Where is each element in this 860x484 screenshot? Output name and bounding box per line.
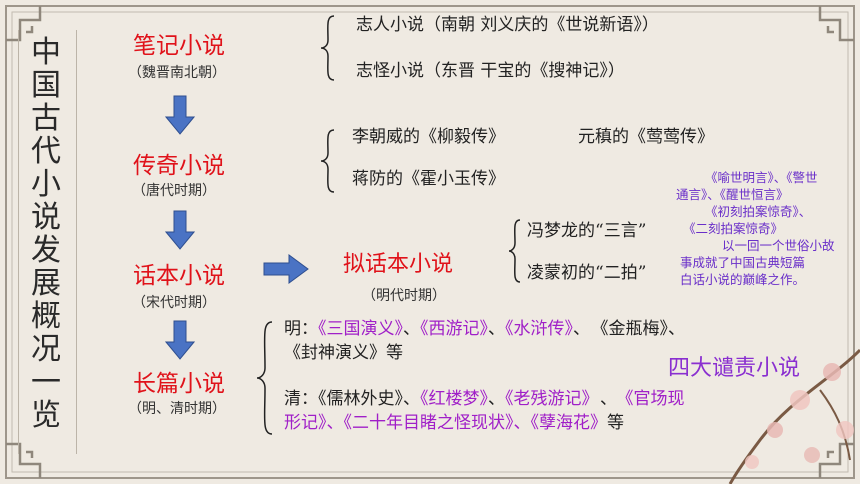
nihua-sanyan: 冯梦龙的“三言”: [527, 221, 647, 241]
nihua-note-1: 《喻世明言》、《警世: [705, 170, 818, 185]
qing-sep: 、: [403, 389, 420, 409]
ming-sep: 、: [573, 319, 590, 339]
qing-rulin: 《儒林外史》: [318, 389, 403, 409]
stage-biji: 笔记小说: [133, 33, 225, 59]
arrow-right-icon: [263, 254, 309, 284]
qing-niehai: 《孽海花》: [530, 413, 608, 433]
ming-jinping: 《金瓶梅》: [600, 319, 668, 339]
brace-biji: [320, 15, 335, 81]
ming-sep: 、: [488, 319, 505, 339]
ming-fengshen: 《封神演义》: [284, 343, 386, 363]
stage-chuanqi: 传奇小说: [133, 153, 225, 179]
biji-zhiguai: 志怪小说（东晋 干宝的《搜神记》）: [356, 61, 625, 81]
stage-huaben-period: （宋代时期）: [132, 295, 216, 311]
qing-prefix: 清：: [284, 389, 318, 409]
ming-sep: 、: [403, 319, 420, 339]
arrow-down-icon: [165, 95, 195, 135]
chuanqi-liuyi: 李朝威的《柳毅传》: [352, 127, 505, 147]
nihua-note-3: 《初刻拍案惊奇》、: [705, 204, 812, 219]
brace-nihua: [508, 219, 521, 283]
ming-xiyou: 《西游记》: [420, 319, 488, 339]
biji-zhiren: 志人小说（南朝 刘义庆的《世说新语》）: [356, 15, 659, 35]
nihua-period: （明代时期）: [362, 288, 446, 304]
qing-sep: 、: [488, 389, 505, 409]
nihua-title: 拟话本小说: [343, 252, 454, 277]
ming-shuihu: 《水浒传》: [505, 319, 573, 339]
stage-huaben: 话本小说: [133, 263, 225, 289]
qing-sep: 、: [600, 389, 617, 409]
nihua-erpai: 凌蒙初的“二拍”: [527, 263, 647, 283]
plum-blossom-decoration: [728, 348, 860, 484]
stage-changpian-period: （明、清时期）: [128, 401, 226, 417]
stage-changpian: 长篇小说: [133, 371, 225, 397]
qing-laocan: 《老残游记》: [505, 389, 590, 409]
chuanqi-yingying: 元稹的《莺莺传》: [578, 127, 714, 147]
chuanqi-huoxiaoyu: 蒋防的《霍小玉传》: [352, 169, 505, 189]
ming-line-2: 《封神演义》等: [284, 338, 403, 363]
qing-sep: 、: [326, 413, 344, 433]
nihua-note-7: 白话小说的巅峰之作。: [680, 272, 806, 287]
page-title: 中国古代小说发展概况一览: [31, 35, 61, 433]
ming-prefix: 明：: [284, 319, 318, 339]
stage-biji-period: （魏晋南北朝）: [128, 65, 226, 81]
title-right-line: [76, 30, 77, 454]
qing-guanchang-a: 《官场现: [625, 389, 685, 409]
stage-chuanqi-period: （唐代时期）: [132, 183, 216, 199]
ming-sanguo: 《三国演义》: [318, 319, 403, 339]
brace-chuanqi: [320, 129, 335, 193]
qing-guanchang-b: 形记》: [284, 413, 327, 433]
qing-label: 四大谴责小说: [668, 356, 801, 381]
nihua-note-6: 事成就了中国古典短篇: [680, 255, 806, 270]
qing-suffix: 等: [607, 413, 624, 433]
arrow-down-icon: [165, 210, 195, 250]
qing-line-2: 形记》、《二十年目睹之怪现状》、《孽海花》等: [284, 408, 624, 433]
qing-line-1: 清：《儒林外史》、《红楼梦》、《老残游记》、《官场现: [284, 384, 685, 409]
qing-sep: 、: [513, 413, 531, 433]
ming-sep: 、: [668, 319, 685, 339]
title-left-line: [18, 30, 19, 454]
qing-honglou: 《红楼梦》: [420, 389, 488, 409]
arrow-down-icon: [165, 320, 195, 360]
nihua-note-5: 以一回一个世俗小故: [722, 238, 835, 253]
ming-suffix: 等: [386, 343, 403, 363]
nihua-note-2: 通言》、《醒世恒言》: [676, 187, 789, 202]
brace-changpian: [256, 321, 273, 435]
ming-line-1: 明：《三国演义》、《西游记》、《水浒传》、《金瓶梅》、: [284, 314, 850, 339]
nihua-note-4: 《二刻拍案惊奇》: [683, 221, 784, 236]
qing-ershinian: 《二十年目睹之怪现状》: [343, 413, 514, 433]
